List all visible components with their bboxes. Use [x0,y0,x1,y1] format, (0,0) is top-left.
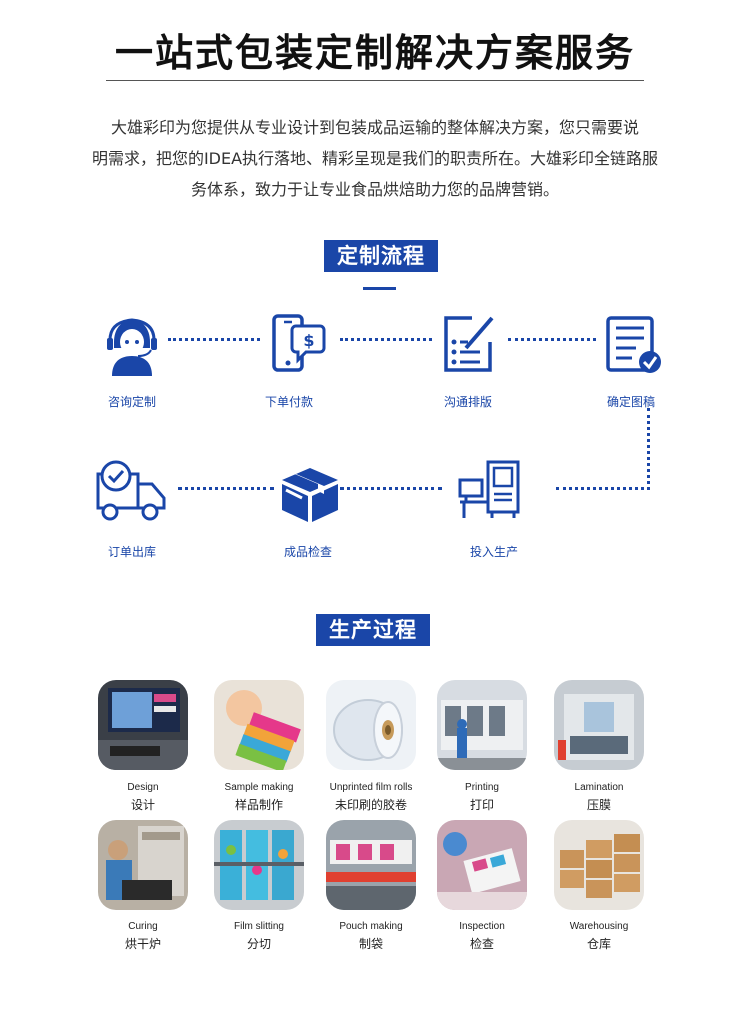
caption-zh: 压膜 [586,798,611,812]
caption-zh: 烘干炉 [124,937,161,951]
flow-connector [340,338,432,341]
caption-zh: 制袋 [358,937,383,951]
caption-zh: 未印刷的胶卷 [334,798,407,812]
caption-zh: 设计 [130,798,155,812]
phone-payment-icon: $ [264,312,328,376]
package-box-icon [278,462,342,526]
intro-line: 大雄彩印为您提供从专业设计到包装成品运输的整体解决方案，您只需要说 [110,118,639,137]
flow-connector [168,338,260,341]
title-divider [106,80,644,81]
step-label: 下单付款 [264,395,313,409]
caption-en: Lamination [574,782,624,793]
caption-en: Inspection [459,921,505,932]
flow-connector [647,408,650,490]
film-slitting-photo [214,820,304,910]
caption-en: Printing [465,782,499,793]
design-photo [98,680,188,770]
step-label: 确定图稿 [606,395,655,409]
step-label: 订单出库 [107,545,156,559]
sample-making-photo [214,680,304,770]
step-label: 沟通排版 [443,395,492,409]
production-section-badge: 生产过程 [316,614,430,646]
inspection-photo [437,820,527,910]
caption-zh: 分切 [246,937,271,951]
intro-line: 务体系，致力于让专业食品烘焙助力您的品牌营销。 [190,180,559,199]
caption-en: Design [127,782,159,793]
caption-en: Sample making [224,782,294,793]
badge-underline [363,287,396,290]
flow-section-badge: 定制流程 [324,240,438,272]
intro-paragraph: 大雄彩印为您提供从专业设计到包装成品运输的整体解决方案，您只需要说 明需求，把您… [50,112,700,205]
caption-en: Unprinted film rolls [329,782,413,793]
caption-en: Pouch making [339,921,403,932]
printing-photo [437,680,527,770]
flow-connector [508,338,596,341]
page-title: 一站式包装定制解决方案服务 [114,31,635,75]
production-machine-icon [458,458,524,522]
pouch-making-photo [326,820,416,910]
step-label: 成品检查 [283,545,332,559]
flow-connector [340,487,442,490]
caption-zh: 检查 [469,937,494,951]
svg-text:$: $ [303,331,314,350]
document-check-icon [600,312,664,376]
caption-en: Curing [128,921,158,932]
layout-edit-icon [436,312,500,376]
caption-zh: 打印 [469,798,494,812]
step-label: 投入生产 [469,545,518,559]
flow-connector [556,487,650,490]
caption-en: Warehousing [569,921,629,932]
caption-en: Film slitting [233,921,284,932]
film-roll-photo [326,680,416,770]
step-label: 咨询定制 [107,395,156,409]
curing-photo [98,820,188,910]
delivery-truck-icon [94,460,168,524]
warehousing-photo [554,820,644,910]
intro-line: 明需求，把您的IDEA执行落地、精彩呈现是我们的职责所在。大雄彩印全链路服 [91,149,659,168]
caption-zh: 样品制作 [234,798,283,812]
caption-zh: 仓库 [586,937,611,951]
flow-connector [178,487,274,490]
lamination-photo [554,680,644,770]
customer-service-icon [100,312,164,376]
